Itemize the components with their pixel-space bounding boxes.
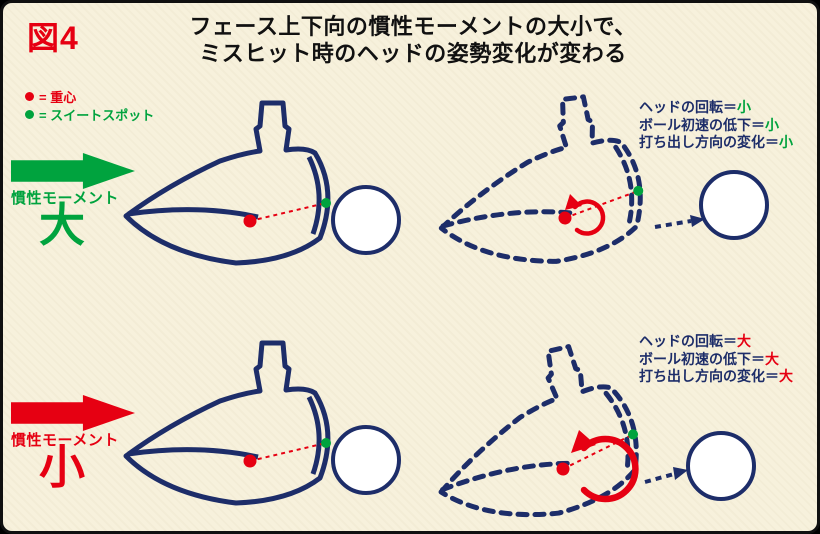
club-head-dashed bbox=[433, 336, 651, 529]
result-notes-small-moi: ヘッドの回転＝大 ボール初速の低下＝大 打ち出し方向の変化＝大 bbox=[639, 333, 817, 386]
moi-size-large: 大 bbox=[39, 199, 85, 251]
moi-size-small: 小 bbox=[39, 441, 85, 493]
launch-arrow-line bbox=[654, 219, 692, 229]
figure-number: 図4 bbox=[27, 20, 79, 56]
sweet-spot-dot-icon bbox=[25, 109, 34, 119]
note-head-rotation: ヘッドの回転＝小 bbox=[639, 99, 751, 115]
golf-ball bbox=[331, 425, 401, 495]
legend-item-cog: = 重心 bbox=[25, 87, 154, 105]
club-head-solid bbox=[126, 343, 331, 503]
note-head-rotation: ヘッドの回転＝大 bbox=[639, 333, 751, 349]
moi-label-small: 慣性モーメント bbox=[11, 432, 119, 449]
club-head-dashed bbox=[433, 91, 651, 275]
legend-item-sweet-spot: = スイートスポット bbox=[25, 105, 154, 123]
golf-ball bbox=[331, 185, 401, 255]
cg-dot-icon bbox=[25, 91, 34, 101]
title-line2: ミスヒット時のヘッドの姿勢変化が変わる bbox=[199, 41, 627, 66]
note-ball-speed: ボール初速の低下＝大 bbox=[639, 350, 779, 367]
launch-arrowhead bbox=[673, 467, 688, 480]
rotation-arrowhead bbox=[565, 194, 582, 210]
moi-label-large: 慣性モーメント bbox=[11, 190, 119, 207]
legend-sweet-spot-label: = スイートスポット bbox=[39, 107, 155, 123]
note-launch-direction: 打ち出し方向の変化＝大 bbox=[639, 368, 793, 384]
title-line1: フェース上下向の慣性モーメントの大小で、 bbox=[189, 14, 637, 39]
impact-diagram-large-moi-after bbox=[433, 91, 769, 289]
impact-diagram-large-moi-before bbox=[108, 91, 401, 289]
legend-cog-label: = 重心 bbox=[39, 89, 77, 105]
rotation-arrow-icon-small bbox=[572, 199, 606, 236]
launch-arrowhead bbox=[690, 215, 705, 227]
page-title: フェース上下向の慣性モーメントの大小で、 ミスヒット時のヘッドの姿勢変化が変わる bbox=[143, 13, 683, 67]
club-head-solid bbox=[126, 103, 331, 263]
note-launch-direction: 打ち出し方向の変化＝小 bbox=[639, 134, 793, 150]
rotation-arrow-icon-large bbox=[580, 435, 639, 503]
rotation-arrowhead bbox=[571, 430, 596, 453]
impact-diagram-small-moi-before bbox=[108, 331, 401, 529]
golf-ball bbox=[686, 431, 756, 501]
golf-ball bbox=[699, 170, 769, 240]
result-notes-large-moi: ヘッドの回転＝小 ボール初速の低下＝小 打ち出し方向の変化＝小 bbox=[639, 99, 817, 152]
legend: = 重心 = スイートスポット bbox=[25, 87, 154, 123]
note-ball-speed: ボール初速の低下＝小 bbox=[639, 116, 779, 133]
impact-diagram-small-moi-after bbox=[433, 331, 756, 529]
launch-arrow-line bbox=[644, 472, 675, 484]
